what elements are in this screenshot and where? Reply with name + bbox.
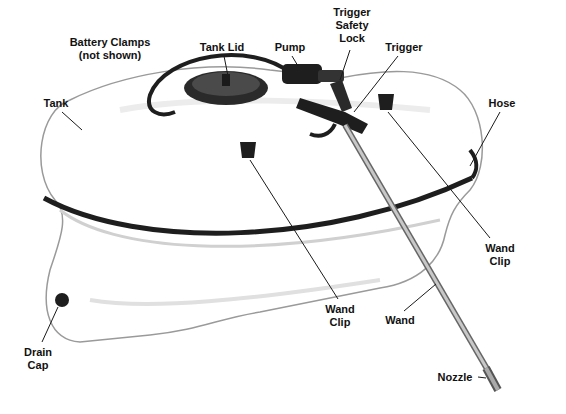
part-label: Wand Clip xyxy=(322,303,358,329)
part-label: Tank Lid xyxy=(200,41,244,54)
part-label: Drain Cap xyxy=(20,346,56,372)
part-label: Wand xyxy=(385,314,415,327)
part-label: Wand Clip xyxy=(482,242,518,268)
part-label: Trigger xyxy=(385,41,422,54)
part-label: Tank xyxy=(44,97,69,110)
part-label: Pump xyxy=(275,41,306,54)
part-label: Nozzle xyxy=(438,371,473,384)
part-label: Battery Clamps (not shown) xyxy=(60,36,160,62)
part-label: Hose xyxy=(489,97,516,110)
part-label: Trigger Safety Lock xyxy=(328,6,376,45)
